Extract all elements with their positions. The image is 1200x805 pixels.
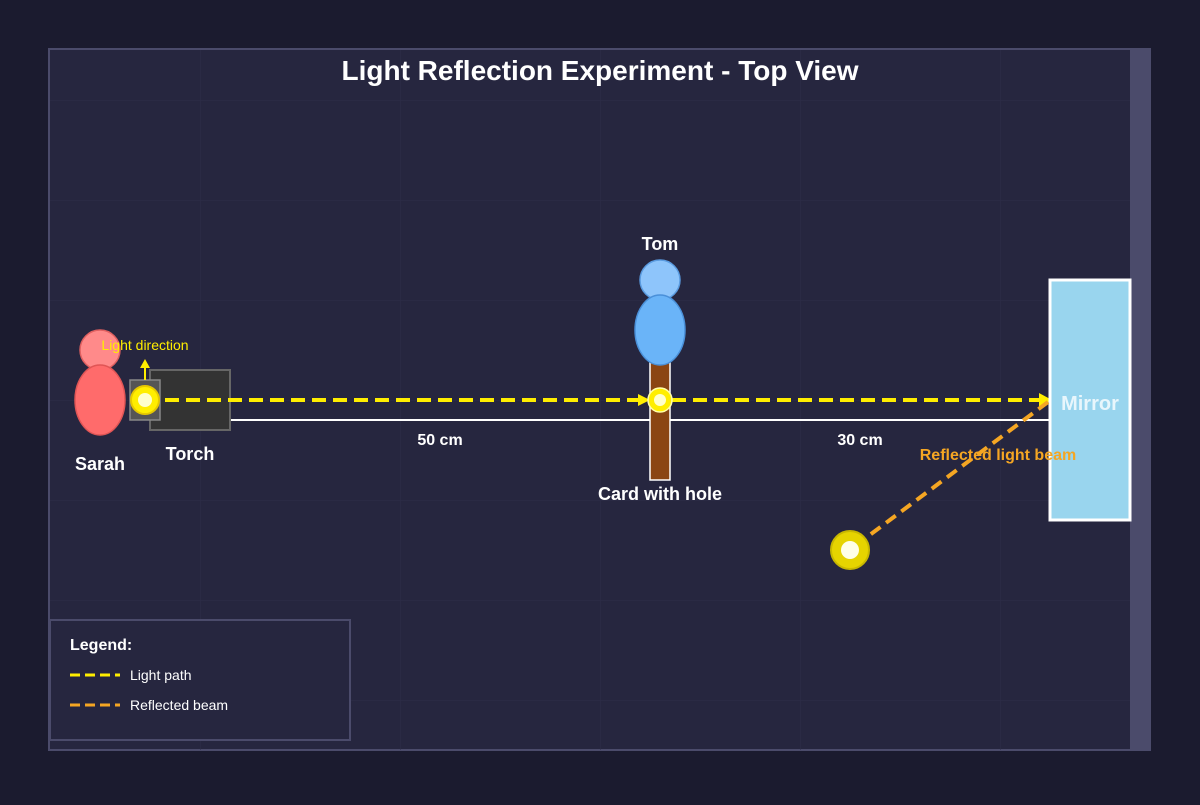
legend-box — [49, 619, 351, 741]
distance-label-card-mirror: 30 cm — [837, 432, 882, 449]
mirror-label: Mirror — [1061, 393, 1119, 415]
wall — [1130, 49, 1151, 751]
sarah-body — [74, 364, 126, 436]
legend-reflected-beam-label: Reflected beam — [130, 697, 228, 713]
card-label: Card with hole — [598, 484, 722, 504]
tom-label: Tom — [642, 234, 679, 254]
legend-light-path-label: Light path — [130, 667, 192, 683]
tom-head — [639, 259, 681, 301]
distance-label-torch-card: 50 cm — [417, 432, 462, 449]
torch-light-core — [138, 393, 152, 407]
reflected-light-spot-core — [841, 541, 859, 559]
tom-figure — [634, 259, 686, 366]
light-path-arrow-mirror-icon — [1039, 393, 1052, 407]
light-direction-arrow-icon — [140, 359, 150, 368]
sarah-label: Sarah — [75, 454, 125, 474]
legend-title: Legend: — [70, 637, 132, 654]
light-path-arrow-icon — [638, 394, 650, 406]
card-with-hole — [649, 359, 671, 481]
mirror — [1048, 278, 1132, 522]
legend: Legend: Light path Reflected beam — [49, 619, 351, 741]
reflected-beam-label: Reflected light beam — [920, 447, 1076, 464]
diagram-title: Light Reflection Experiment - Top View — [341, 55, 858, 86]
card-hole-light-core — [654, 394, 666, 406]
torch-label: Torch — [166, 444, 215, 464]
reflected-beam — [853, 400, 1050, 548]
sarah-figure — [74, 329, 126, 436]
tom-body — [634, 294, 686, 366]
light-direction-label: Light direction — [101, 337, 188, 353]
